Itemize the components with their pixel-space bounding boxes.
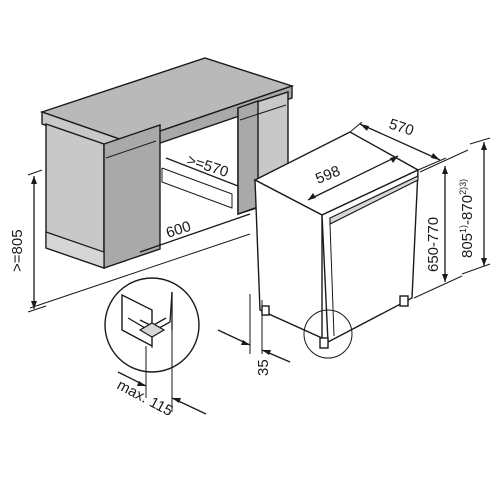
label-appliance-height: 650-770 [425, 217, 442, 272]
label-cabinet-height: >=805 [9, 229, 26, 272]
label-niche-depth: >=570 [185, 152, 231, 181]
left-unit-plinth [45, 231, 105, 269]
dim-plinth-depth: 35 [217, 294, 291, 376]
dim-appliance-depth: 570 [349, 116, 447, 171]
dishwasher-door-edge [329, 175, 419, 225]
detail-marker-circle [303, 309, 353, 359]
left-unit-door-line [105, 140, 157, 159]
dishwasher [253, 131, 420, 359]
detail-inset: max. 115 [104, 277, 207, 420]
dishwasher-foot-right [399, 295, 409, 307]
dim-niche-depth: >=570 [165, 152, 239, 187]
left-unit-side [103, 124, 161, 269]
kitchen-cabinet [39, 57, 295, 269]
label-appliance-depth: 570 [387, 116, 416, 140]
detail-foot [138, 322, 166, 338]
dim-cabinet-height: >=805 [9, 169, 47, 313]
dishwasher-foot-front [319, 337, 329, 349]
label-overall-height: 8051)-8702)3) [458, 179, 476, 258]
right-unit-door-line [239, 104, 287, 121]
dim-niche-width: 600 [139, 213, 251, 253]
dishwasher-foot-back [261, 305, 270, 316]
label-max-overhang: max. 115 [114, 377, 175, 420]
floor-line [29, 233, 251, 309]
label-plinth-depth: 35 [255, 359, 272, 376]
niche-floor [161, 167, 233, 209]
dim-appliance-height: 650-770 [413, 149, 469, 299]
label-niche-width: 600 [164, 218, 193, 242]
dim-overall-height: 8051)-8702)3) [458, 137, 491, 275]
